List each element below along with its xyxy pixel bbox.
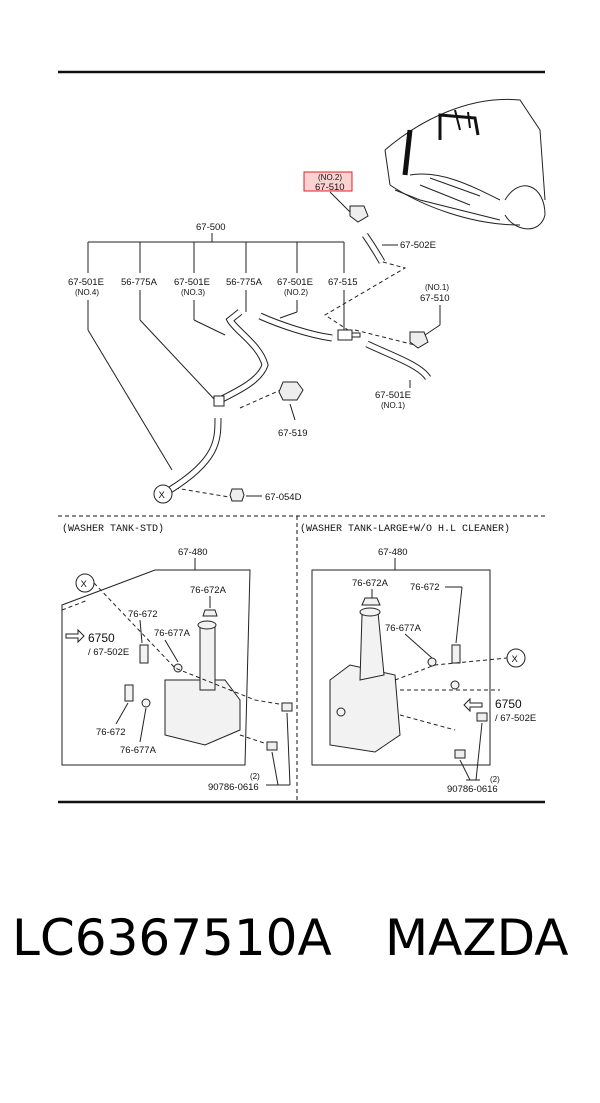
car-front-illustration — [384, 98, 546, 230]
leader-67-510-no2 — [329, 191, 351, 213]
label-67-510-no1: 67-510 — [420, 293, 450, 304]
left-tank-illustration — [124, 609, 241, 746]
left-dashed-routes — [61, 582, 286, 746]
left-label-90786: 90786-0616 — [208, 782, 259, 793]
highlight-box — [303, 171, 353, 192]
leaders-upper — [87, 290, 345, 471]
label-67-500: 67-500 — [196, 222, 226, 233]
left-bolt-leaders — [266, 712, 291, 786]
label-67-501E-no2: 67-501E — [277, 277, 313, 288]
left-pump-pointer-icon — [65, 628, 85, 644]
right-label-6750: 6750 — [495, 697, 522, 711]
left-label-76-672A: 76-672A — [190, 585, 227, 596]
label-56-775A-b: 56-775A — [226, 277, 263, 288]
label-67-502E-top: 67-502E — [400, 240, 436, 251]
label-67-519: 67-519 — [278, 428, 308, 439]
label-67-515: 67-515 — [328, 277, 358, 288]
left-label-76-672-b: 76-672 — [96, 727, 126, 738]
left-label-67-502E: / 67-502E — [88, 647, 129, 658]
right-label-90786: 90786-0616 — [447, 784, 498, 795]
marker-x-circle — [153, 484, 173, 504]
part-number: LC6367510A — [12, 909, 332, 967]
washer-parts-diagram: (NO.2) 67-510 67-502E 67-500 67-501E (NO… — [58, 70, 546, 804]
label-67-510-no2-note: (NO.2) — [318, 173, 342, 182]
label-67-501E-no4-note: (NO.4) — [75, 288, 99, 297]
left-label-qty: (2) — [250, 772, 260, 781]
nozzle-no1-icon — [409, 331, 429, 349]
right-tank-box — [311, 569, 491, 766]
left-label-76-672: 76-672 — [128, 609, 158, 620]
bracket-tree — [87, 233, 345, 273]
check-valve-icon — [229, 488, 245, 502]
right-label-76-672A: 76-672A — [352, 578, 389, 589]
marker-x-label: X — [159, 490, 166, 501]
left-label-76-677A-a: 76-677A — [154, 628, 191, 639]
nozzle-no2-icon — [349, 205, 369, 223]
right-label-qty: (2) — [490, 775, 500, 784]
right-marker-x-label: X — [512, 654, 519, 665]
left-bolt-a-icon — [281, 702, 293, 712]
dashed-routes — [174, 261, 416, 499]
left-marker-x-label: X — [81, 579, 88, 590]
right-label-76-672: 76-672 — [410, 582, 440, 593]
t-joint-icon — [213, 395, 225, 407]
right-pump-pointer-icon — [463, 697, 483, 713]
right-tank-illustration — [329, 597, 461, 753]
left-panel-header: (WASHER TANK-STD) — [62, 523, 164, 535]
left-tank-box — [61, 569, 251, 766]
label-67-501E-no3: 67-501E — [174, 277, 210, 288]
right-label-67-480: 67-480 — [378, 547, 408, 558]
label-67-501E-no1: 67-501E — [375, 390, 411, 401]
label-67-501E-no4: 67-501E — [68, 277, 104, 288]
label-67-501E-no2-note: (NO.2) — [284, 288, 308, 297]
right-panel-header: (WASHER TANK-LARGE+W/O H.L CLEANER) — [300, 523, 510, 535]
joint-67-515-icon — [337, 329, 361, 341]
label-67-501E-no1-note: (NO.1) — [381, 401, 405, 410]
label-56-775A-a: 56-775A — [121, 277, 158, 288]
right-bolt-b-icon — [454, 749, 466, 759]
label-67-510-no2: 67-510 — [315, 182, 345, 193]
valve-67-519-icon — [278, 381, 304, 401]
right-bolt-leaders — [459, 722, 483, 781]
caption: LC6367510A MAZDA — [0, 905, 600, 985]
right-dashed-routes — [394, 657, 508, 731]
right-label-76-677A: 76-677A — [385, 623, 422, 634]
left-label-67-480: 67-480 — [178, 547, 208, 558]
label-67-501E-no3-note: (NO.3) — [181, 288, 205, 297]
label-67-054D: 67-054D — [265, 492, 302, 503]
right-label-67-502E: / 67-502E — [495, 713, 536, 724]
left-label-76-677A-b: 76-677A — [120, 745, 157, 756]
left-bolt-b-icon — [266, 741, 278, 751]
left-label-6750: 6750 — [88, 631, 115, 645]
label-67-510-no1-note: (NO.1) — [425, 283, 449, 292]
right-bolt-a-icon — [476, 712, 488, 722]
brand-name: MAZDA — [385, 909, 569, 967]
hose-upper — [168, 309, 431, 493]
